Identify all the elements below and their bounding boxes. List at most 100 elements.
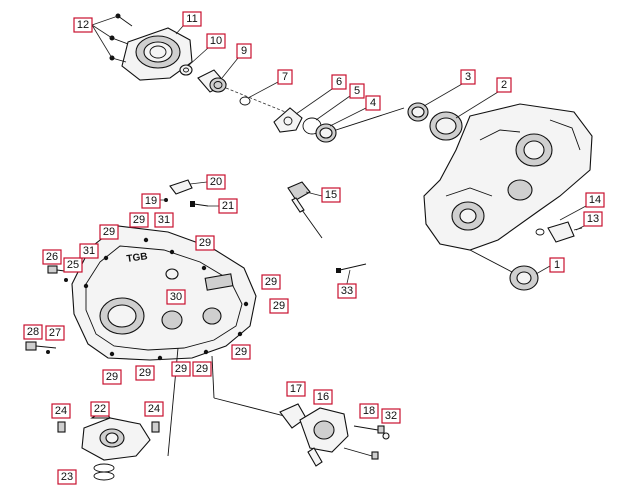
- callout-label: 9: [241, 45, 247, 57]
- callout-29-i: 29: [135, 365, 155, 381]
- callout-5: 5: [349, 83, 365, 99]
- callout-6: 6: [331, 74, 347, 90]
- callout-26: 26: [42, 249, 62, 265]
- callout-label: 22: [94, 403, 106, 415]
- oil-seal-part: [315, 123, 337, 143]
- callout-19: 19: [141, 193, 161, 209]
- callout-21: 21: [218, 198, 238, 214]
- callout-15: 15: [321, 187, 341, 203]
- callout-20: 20: [206, 174, 226, 190]
- callout-33: 33: [337, 283, 357, 299]
- callout-label: 21: [222, 200, 234, 212]
- callout-31-b: 31: [79, 243, 99, 259]
- leader-lines: [91, 15, 587, 289]
- callout-16: 16: [313, 389, 333, 405]
- main-bearing-part: [429, 111, 463, 141]
- callout-1: 1: [549, 257, 565, 273]
- callout-29-b: 29: [129, 212, 149, 228]
- callout-label: 13: [587, 213, 599, 225]
- sensor-part: [547, 221, 583, 243]
- callout-10: 10: [206, 33, 226, 49]
- callout-7: 7: [277, 69, 293, 85]
- callout-4: 4: [365, 95, 381, 111]
- callout-label: 29: [133, 214, 145, 226]
- callout-label: 24: [55, 405, 67, 417]
- callout-label: 25: [67, 259, 79, 271]
- callout-29-d: 29: [261, 274, 281, 290]
- callout-label: 23: [61, 471, 73, 483]
- callout-22: 22: [90, 401, 110, 417]
- callout-24-right: 24: [144, 401, 164, 417]
- callout-12: 12: [73, 17, 93, 33]
- callout-18: 18: [359, 403, 379, 419]
- sensor-washer-part: [535, 228, 545, 236]
- callout-29-h: 29: [171, 361, 191, 377]
- callout-29-j: 29: [102, 369, 122, 385]
- callout-label: 10: [210, 35, 222, 47]
- left-crankcase-cover-part: TGB: [71, 225, 257, 361]
- cover-logo: TGB: [126, 251, 148, 265]
- callout-label: 29: [139, 367, 151, 379]
- callout-label: 30: [170, 291, 182, 303]
- callout-label: 20: [210, 176, 222, 188]
- callout-30: 30: [166, 289, 186, 305]
- callout-2: 2: [496, 77, 512, 93]
- callout-label: 24: [148, 403, 160, 415]
- thermostat-housing-part: [299, 407, 349, 467]
- callout-23: 23: [57, 469, 77, 485]
- callout-label: 19: [145, 195, 157, 207]
- callout-label: 12: [77, 19, 89, 31]
- o-ring-part: [239, 96, 251, 106]
- pump-gasket-parts: [93, 463, 115, 481]
- washer-part: [179, 64, 193, 76]
- callout-label: 2: [501, 79, 507, 91]
- callout-27: 27: [45, 325, 65, 341]
- callout-label: 11: [186, 13, 197, 25]
- callout-13: 13: [583, 211, 603, 227]
- callout-28: 28: [23, 324, 43, 340]
- callout-label: 26: [46, 251, 58, 263]
- callout-24-left: 24: [51, 403, 71, 419]
- callout-label: 3: [465, 71, 471, 83]
- bushing-part: [197, 69, 227, 93]
- callout-label: 29: [106, 371, 118, 383]
- callout-label: 29: [199, 237, 211, 249]
- callout-label: 4: [370, 97, 376, 109]
- callout-label: 31: [158, 214, 170, 226]
- callout-label: 18: [363, 405, 375, 417]
- callout-29-e: 29: [269, 298, 289, 314]
- bearing-1-part: [509, 265, 539, 291]
- callout-label: 29: [103, 226, 115, 238]
- callout-label: 29: [273, 300, 285, 312]
- callout-label: 29: [175, 363, 187, 375]
- callout-label: 5: [354, 85, 360, 97]
- callout-29-c: 29: [195, 235, 215, 251]
- seal-3-part: [407, 102, 429, 122]
- callout-29-g: 29: [192, 361, 212, 377]
- callout-label: 17: [290, 383, 302, 395]
- callout-label: 27: [49, 327, 61, 339]
- side-bolt-parts: [25, 265, 73, 354]
- dipstick-part: [287, 181, 323, 239]
- callout-label: 14: [589, 194, 601, 206]
- callout-label: 29: [196, 363, 208, 375]
- bracket-part: [164, 179, 209, 207]
- bolt-33-part: [336, 263, 367, 273]
- callout-29-f: 29: [231, 344, 251, 360]
- crankcase-part: [423, 103, 593, 251]
- callout-label: 28: [27, 326, 39, 338]
- cover-plate-part: [273, 107, 303, 133]
- bearing-housing-part: [121, 27, 193, 81]
- water-pump-part: [81, 409, 151, 461]
- callout-label: 29: [265, 276, 277, 288]
- callout-25: 25: [63, 257, 83, 273]
- cover-bolt-parts: [83, 237, 249, 361]
- callout-32: 32: [381, 408, 401, 424]
- callout-label: 15: [325, 189, 337, 201]
- callout-9: 9: [236, 43, 252, 59]
- callout-label: 33: [341, 285, 353, 297]
- callout-label: 29: [235, 346, 247, 358]
- callout-29-a: 29: [99, 224, 119, 240]
- pump-bolt-parts: [57, 421, 160, 433]
